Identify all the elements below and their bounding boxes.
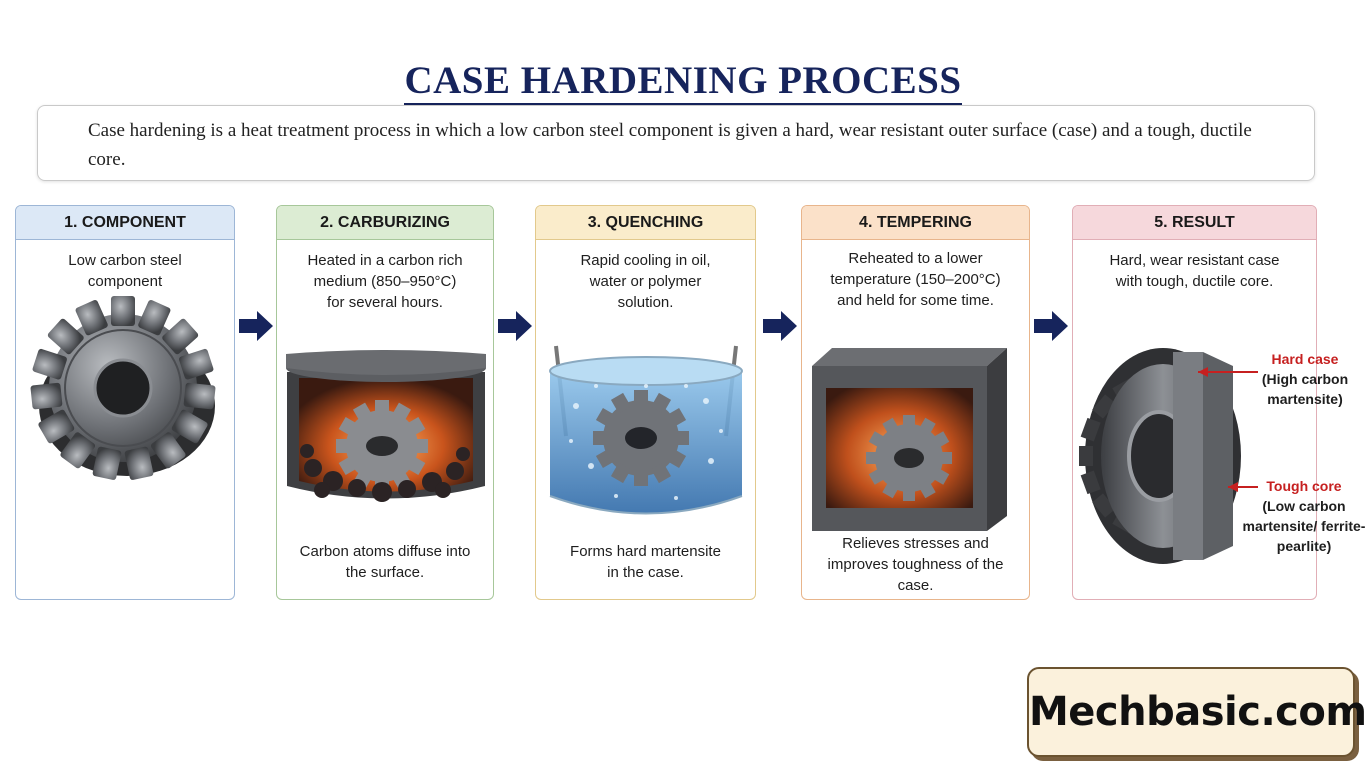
step-card-tempering: 4. TEMPERING Reheated to a lower tempera… <box>801 205 1030 600</box>
flow-arrow <box>763 311 797 341</box>
intro-text: Case hardening is a heat treatment proce… <box>88 120 1252 170</box>
brand-text: Mechbasic.com <box>1029 689 1366 735</box>
step-description: Low carbon steel component <box>68 252 182 290</box>
page-title-text: CASE HARDENING PROCESS <box>404 59 962 106</box>
step-heading: 2. CARBURIZING <box>277 206 493 240</box>
step-description: Reheated to a lower temperature (150–200… <box>830 250 1001 309</box>
intro-box: Case hardening is a heat treatment proce… <box>37 105 1315 181</box>
step-result: Relieves stresses and improves toughness… <box>827 535 1004 594</box>
step-card-component: 1. COMPONENT Low carbon steel component <box>15 205 235 600</box>
brand-logo: Mechbasic.com <box>1027 667 1366 757</box>
hard-case-label: Hard case (High carbon martensite) <box>1250 349 1360 409</box>
quench-tank-illustration <box>549 345 743 515</box>
step-result: Carbon atoms diffuse into the surface. <box>299 543 471 581</box>
flow-arrow <box>1034 311 1068 341</box>
gear-illustration <box>30 296 216 480</box>
tough-core-title: Tough core <box>1266 478 1342 494</box>
hard-case-title: Hard case <box>1271 351 1339 367</box>
step-heading: 5. RESULT <box>1073 206 1316 240</box>
furnace-illustration <box>286 350 486 502</box>
step-description: Hard, wear resistant case with tough, du… <box>1109 252 1280 290</box>
page-title: CASE HARDENING PROCESS <box>0 58 1366 106</box>
flow-arrow <box>239 311 273 341</box>
step-heading: 1. COMPONENT <box>16 206 234 240</box>
step-card-carburizing: 2. CARBURIZING Heated in a carbon rich m… <box>276 205 494 600</box>
step-card-result: 5. RESULT Hard, wear resistant case with… <box>1072 205 1317 600</box>
hard-case-detail: (High carbon martensite) <box>1261 371 1349 407</box>
step-description: Rapid cooling in oil, water or polymer s… <box>580 252 711 311</box>
step-description: Heated in a carbon rich medium (850–950°… <box>307 252 463 311</box>
step-heading: 4. TEMPERING <box>802 206 1029 240</box>
tempering-oven-illustration <box>812 348 1007 531</box>
tough-core-detail: (Low carbon martensite/ ferrite-pearlite… <box>1242 498 1366 554</box>
step-heading: 3. QUENCHING <box>536 206 755 240</box>
step-card-quenching: 3. QUENCHING Rapid cooling in oil, water… <box>535 205 756 600</box>
flow-arrow <box>498 311 532 341</box>
cutaway-gear-illustration <box>1079 348 1258 564</box>
tough-core-label: Tough core (Low carbon martensite/ ferri… <box>1242 476 1366 556</box>
step-result: Forms hard martensite in the case. <box>570 543 721 581</box>
